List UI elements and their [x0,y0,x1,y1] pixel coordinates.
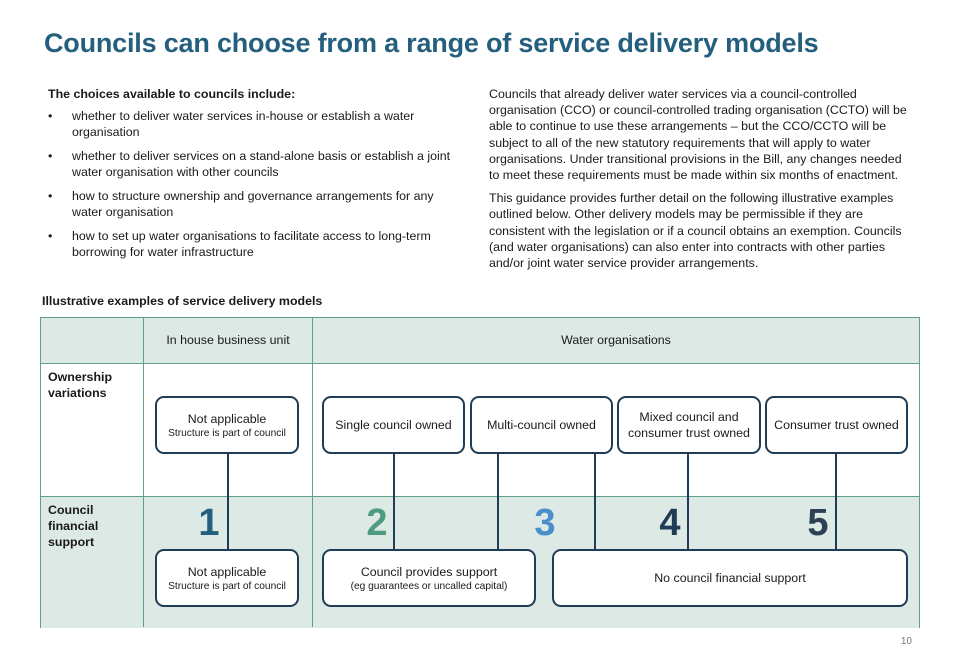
list-item-text: whether to deliver services on a stand-a… [72,149,451,179]
column-divider [312,318,313,627]
guidance-paragraph: Councils that already deliver water serv… [489,87,907,183]
box-label: Council provides support [360,564,498,579]
choices-intro: The choices available to councils includ… [48,87,296,101]
guidance-section: Councils that already deliver water serv… [489,86,914,278]
connector-line [835,453,837,549]
diagram-heading: Illustrative examples of service deliver… [42,294,323,308]
box-sublabel: Structure is part of council [168,580,286,592]
box-label: Multi-council owned [487,418,596,432]
model-number-1: 1 [198,502,220,544]
box-label: Single council owned [335,418,452,432]
box-label: No council financial support [654,571,806,585]
list-item-text: how to set up water organisations to fac… [72,229,431,259]
page-number: 10 [900,636,912,647]
box-label: Not applicable [187,411,267,426]
financial-box-not-applicable: Not applicable Structure is part of coun… [155,549,299,607]
box-sublabel: (eg guarantees or uncalled capital) [350,580,508,592]
list-item: • whether to deliver water services in-ho… [48,108,458,140]
connector-line [687,453,689,549]
delivery-models-table: In house business unit Water organisatio… [40,317,920,628]
list-item: • whether to deliver services on a stand-… [48,148,458,180]
bullet-icon: • [48,229,53,243]
row-label-ownership: Ownership variations [48,370,113,400]
list-item-text: whether to deliver water services in-hou… [72,109,415,139]
ownership-box-mixed: Mixed council and consumer trust owned [617,396,761,454]
box-label: Consumer trust owned [774,418,899,432]
model-number-2: 2 [366,502,388,544]
ownership-box-consumer-trust: Consumer trust owned [765,396,908,454]
list-item: • how to set up water organisations to fa… [48,228,458,260]
box-sublabel: Structure is part of council [168,427,286,439]
box-label: Mixed council and consumer trust owned [628,410,750,440]
page-title: Councils can choose from a range of serv… [44,28,819,58]
financial-box-no-support: No council financial support [552,549,908,607]
bullet-icon: • [48,189,53,203]
connector-line [497,453,499,549]
list-item: • how to structure ownership and governan… [48,188,458,220]
model-number-3: 3 [534,502,556,544]
column-divider [143,318,144,627]
bullet-icon: • [48,109,53,123]
guidance-paragraph: This guidance provides further detail on… [489,191,902,271]
row-label-financial: Council financial support [48,503,99,549]
col-header-water-organisations: Water organisations [561,333,671,347]
model-number-4: 4 [659,502,681,544]
connector-line [393,453,395,549]
ownership-box-multi-council: Multi-council owned [470,396,613,454]
connector-line [227,453,229,549]
box-label: Not applicable [187,564,267,579]
model-number-5: 5 [807,502,829,544]
list-item-text: how to structure ownership and governanc… [72,189,434,219]
ownership-box-single-council: Single council owned [322,396,465,454]
choices-list: • whether to deliver water services in-ho… [48,108,458,260]
bullet-icon: • [48,149,53,163]
header-band [41,318,919,364]
financial-box-council-support: Council provides support (eg guarantees … [322,549,536,607]
choices-section: The choices available to councils includ… [48,86,458,268]
connector-line [594,453,596,549]
col-header-in-house: In house business unit [166,333,290,347]
ownership-box-not-applicable: Not applicable Structure is part of coun… [155,396,299,454]
